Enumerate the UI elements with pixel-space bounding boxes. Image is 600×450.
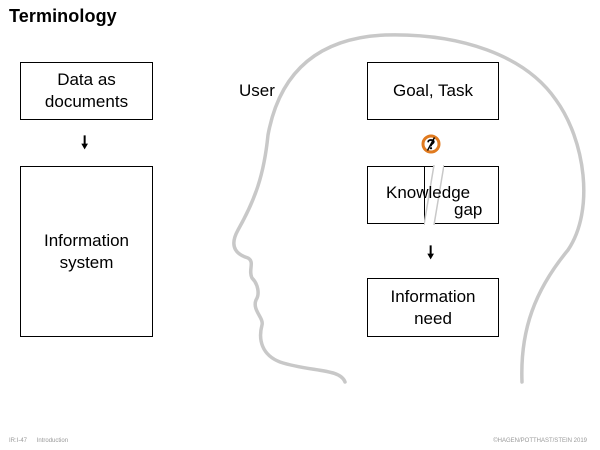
down-arrow-icon: 🠗 — [81, 133, 89, 152]
goal-task-box: Goal, Task — [367, 62, 499, 120]
down-arrow-icon: 🠗 — [427, 243, 435, 262]
footer-copyright: ©HAGEN/POTTHAST/STEIN 2019 — [493, 438, 587, 444]
information-need-box: Information need — [367, 278, 499, 337]
user-label: User — [239, 81, 275, 100]
slide-title: Terminology — [9, 6, 117, 26]
knowledge-gap-word-knowledge: Knowledge — [386, 183, 471, 202]
knowledge-gap-word-gap: gap — [454, 200, 483, 219]
footer-section: Introduction — [36, 438, 69, 444]
information-system-box: Information system — [20, 166, 153, 337]
gap-crack — [424, 165, 444, 225]
footer-left: IR:I-47 Introduction — [9, 438, 76, 444]
knowledge-gap-box: Knowledge gap — [367, 165, 499, 225]
data-as-documents-box: Data as documents — [20, 62, 153, 120]
footer-page-number: IR:I-47 — [9, 438, 28, 444]
question-mark-icon — [421, 134, 441, 154]
